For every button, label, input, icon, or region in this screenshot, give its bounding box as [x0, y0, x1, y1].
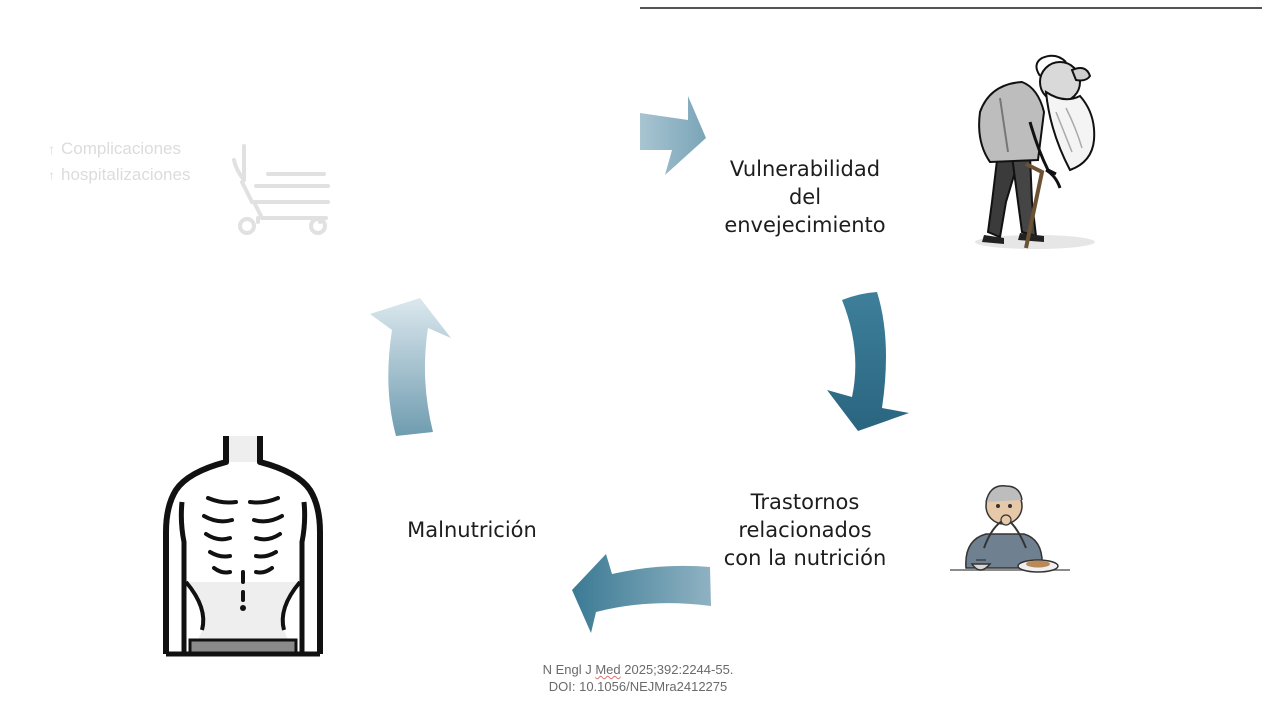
label-nutrition-disorders: Trastornos relacionados con la nutrición — [723, 490, 887, 570]
label-vulnerability: Vulnerabilidad del envejecimiento — [724, 157, 886, 237]
cycle-arrow-top — [640, 96, 706, 175]
faded-item-hospitalizations: ↑hospitalizaciones — [48, 165, 191, 184]
cycle-arrow-bottom — [572, 554, 711, 633]
reference-citation: N Engl J Med 2025;392:2244-55. DOI: 10.1… — [488, 661, 788, 695]
hospital-bed-icon — [232, 144, 330, 235]
cycle-arrow-right — [827, 292, 909, 431]
elderly-man-cane-icon — [975, 54, 1096, 249]
elderly-man-eating-icon — [950, 485, 1070, 573]
faded-effects-list: ↑Complicaciones ↑hospitalizaciones — [48, 136, 190, 188]
up-arrow-icon: ↑ — [48, 141, 55, 157]
up-arrow-icon: ↑ — [48, 167, 55, 183]
faded-item-complications: ↑Complicaciones — [48, 139, 181, 158]
top-separator-line — [640, 7, 1262, 9]
cycle-arrow-left — [370, 298, 451, 436]
reference-journal: N Engl J Med 2025;392:2244-55. — [542, 662, 734, 677]
emaciated-torso-icon — [163, 436, 323, 657]
reference-doi: DOI: 10.1056/NEJMra2412275 — [548, 679, 728, 694]
label-malnutrition: Malnutrición — [407, 518, 537, 542]
